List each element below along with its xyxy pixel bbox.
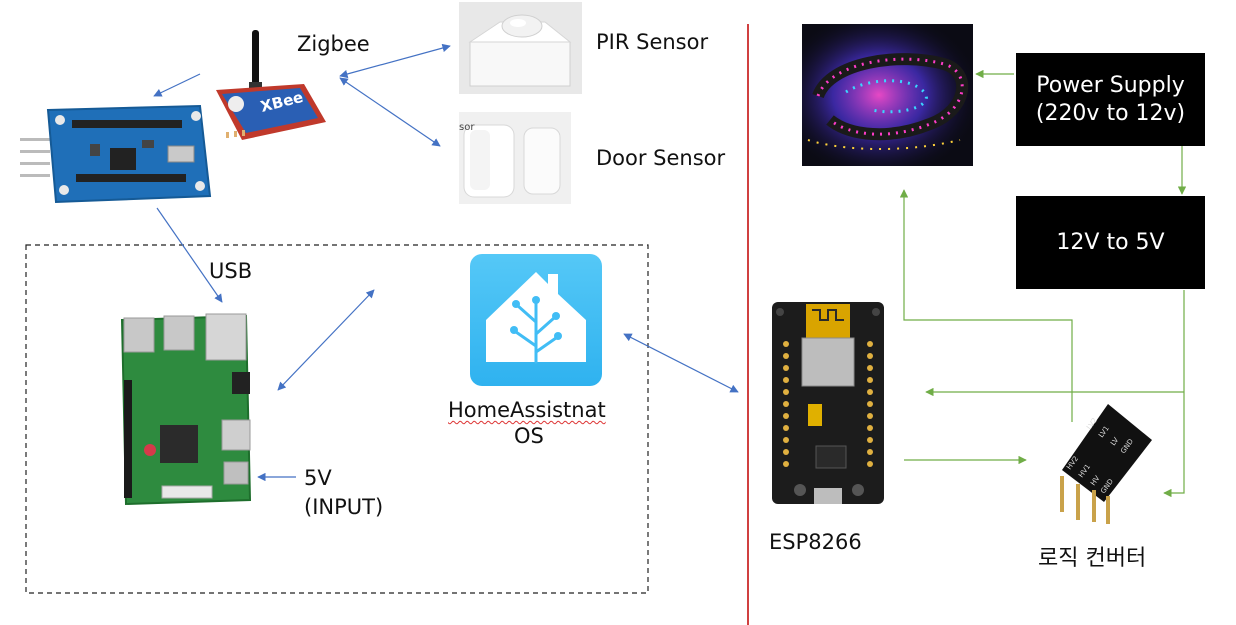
usb-label: USB: [209, 259, 253, 283]
zigbee-label: Zigbee: [297, 32, 370, 56]
homeassistant-label-line2: OS: [514, 424, 544, 448]
raspberry-pi-image: [120, 313, 252, 506]
power-supply-line2: (220v to 12v): [1035, 100, 1186, 126]
raspberry-pi-enclosure: [25, 244, 649, 594]
xbee-module-image: XBee: [216, 30, 326, 140]
blue-connection-arrows: [153, 43, 739, 482]
input-label: (INPUT): [304, 495, 384, 519]
arrow-logic-to-led: [899, 189, 1073, 422]
arrow-xbee-adapter: [153, 73, 201, 97]
logic-converter-label: 로직 컨버터: [1038, 546, 1147, 571]
five-v-label: 5V: [304, 466, 332, 490]
arrow-zigbee-pir: [339, 43, 451, 79]
door-sensor-label: Door Sensor: [596, 146, 726, 170]
esp8266-label: ESP8266: [769, 530, 862, 554]
power-supply-line1: Power Supply: [1036, 72, 1185, 98]
arrow-pi-ha: [277, 289, 375, 391]
xbee-usb-adapter-image: [20, 104, 212, 204]
logic-pin-top-3: LV: [1109, 436, 1120, 447]
green-power-arrows: [899, 69, 1187, 498]
pir-sensor-label: PIR Sensor: [596, 30, 709, 54]
converter-12v-5v-label: 12V to 5V: [1056, 229, 1165, 255]
arrow-zigbee-door: [339, 77, 441, 147]
arrow-ha-esp: [623, 333, 739, 393]
led-strip-image: [802, 24, 973, 166]
door-sensor-image-text: sor: [459, 122, 475, 133]
power-supply-box: Power Supply (220v to 12v): [1016, 53, 1205, 146]
pir-sensor-image: [459, 2, 582, 94]
door-sensor-image: [459, 112, 571, 204]
arrow-5v-to-logic: [1163, 290, 1185, 498]
arrow-adapter-usb: [156, 207, 223, 303]
homeassistant-label-line1: HomeAssistnat: [448, 398, 606, 422]
logic-converter-image: LV2 LV1 LV GND HV2 HV1 HV GND: [1060, 404, 1152, 524]
esp8266-board-image: [772, 302, 884, 504]
home-assistant-logo: [470, 254, 602, 386]
converter-12v-5v-box: 12V to 5V: [1016, 196, 1205, 289]
